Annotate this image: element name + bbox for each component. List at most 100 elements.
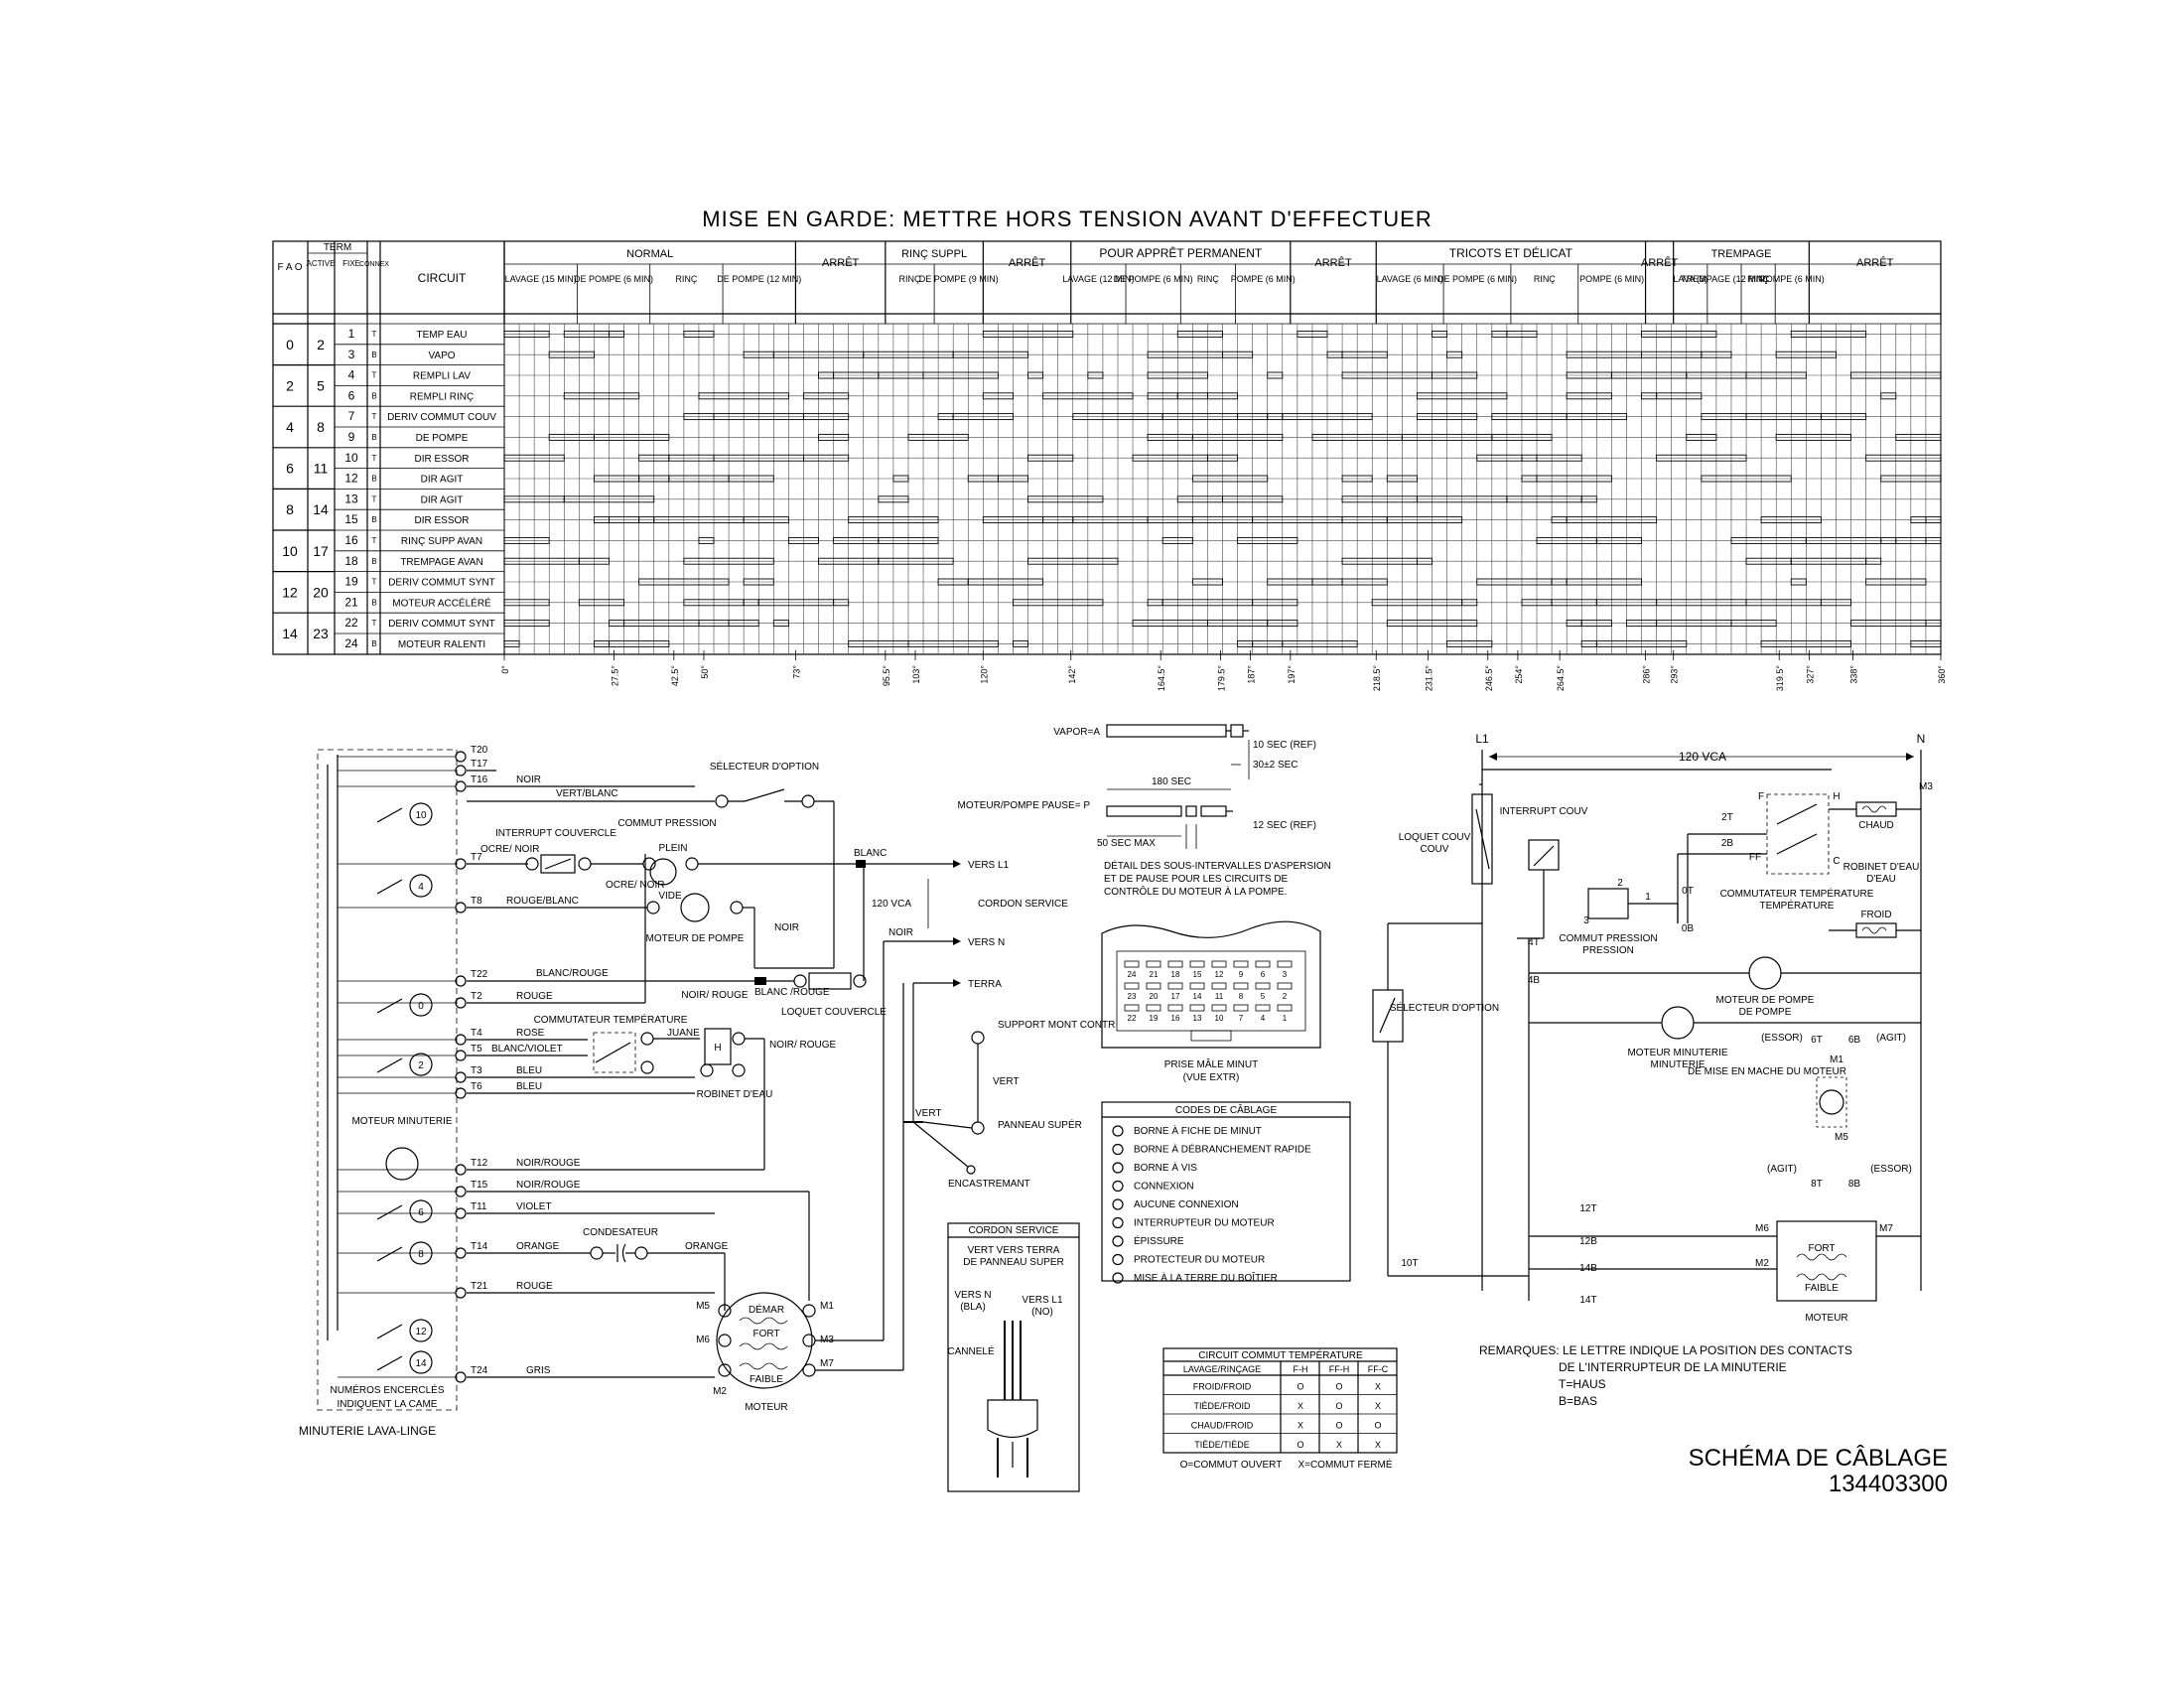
- moteur-right: MOTEUR: [1805, 1313, 1847, 1324]
- support-label: SUPPORT MONT CONTR: [998, 1020, 1115, 1031]
- max50-label: 50 SEC MAX: [1097, 838, 1156, 849]
- code-symbol-6: [1112, 1235, 1124, 1247]
- plug-pin-21: 21: [1150, 970, 1159, 979]
- schematic-label-17: M3: [1919, 781, 1933, 792]
- cycle-header-4: POUR APPRÊT PERMANENT: [1099, 245, 1262, 260]
- vers-l1-label: VERS L1: [968, 860, 1010, 871]
- schematic-label-18: M5: [1835, 1132, 1848, 1143]
- ref12-label: 12 SEC (REF): [1253, 820, 1316, 831]
- group-fao-1: 2: [286, 377, 294, 393]
- wire-rouge-blanc: ROUGE/BLANC: [506, 896, 579, 907]
- schematic-label-0: 2T: [1721, 812, 1733, 823]
- timer-terminal-T11: [455, 1207, 467, 1219]
- terminal-label-10: T6: [471, 1081, 482, 1092]
- schematic-label-22: H: [1833, 791, 1840, 802]
- essor-top: (ESSOR): [1761, 1033, 1803, 1044]
- code-symbol-2: [1112, 1162, 1124, 1174]
- plug-label-2: (VUE EXTR): [1183, 1072, 1240, 1083]
- row-fixe-8: 13: [344, 492, 358, 505]
- row-connex-9: B: [371, 515, 376, 524]
- caution-title: MISE EN GARDE: METTRE HORS TENSION AVANT…: [702, 207, 1432, 231]
- row-circuit-1: VAPO: [428, 351, 455, 361]
- svg-text:M6: M6: [696, 1335, 710, 1345]
- timer-terminal-T22: [455, 975, 467, 987]
- degree-tick-23: 360°: [1937, 665, 1947, 684]
- row-connex-10: T: [372, 536, 377, 545]
- n-label: N: [1917, 732, 1926, 746]
- temp-cell-2-0: CHAUD/FROID: [1191, 1421, 1254, 1431]
- wire-bleu2: BLEU: [516, 1081, 542, 1092]
- vers-n-label: VERS N: [968, 937, 1005, 948]
- terminal-label-4: T8: [471, 896, 482, 907]
- group-term-3: 11: [314, 461, 329, 477]
- schematic-label-3: 0B: [1682, 923, 1695, 934]
- ref10-label: 10 SEC (REF): [1253, 740, 1316, 751]
- footer-title: SCHÉMA DE CÂBLAGE: [1689, 1445, 1948, 1472]
- loquet-label: LOQUET COUVERCLE: [781, 1007, 887, 1018]
- cord-cannele: CANNELÉ: [947, 1344, 995, 1357]
- code-symbol-1: [1112, 1143, 1124, 1156]
- degree-tick-1: 27.5°: [611, 665, 620, 687]
- degree-tick-21: 327°: [1805, 665, 1815, 684]
- timer-terminal-T16: [455, 780, 467, 792]
- row-circuit-0: TEMP EAU: [417, 330, 468, 341]
- wiring-codes-legend: CODES DE CÂBLAGE BORNE À FICHE DE MINUTB…: [1101, 1101, 1351, 1284]
- row-fixe-12: 19: [344, 575, 358, 589]
- row-connex-2: T: [372, 371, 377, 380]
- cycle-sub-8-2: RINÇ: [1747, 274, 1769, 284]
- wire-noir-rouge3: NOIR/ ROUGE: [681, 990, 749, 1001]
- cam-6: [409, 1199, 433, 1223]
- terminal-label-13: T11: [471, 1201, 487, 1212]
- cycle-sub-4-2: RINÇ: [1197, 274, 1219, 284]
- terminal-label-16: T24: [471, 1365, 488, 1376]
- col-circuit: CIRCUIT: [418, 271, 467, 285]
- plug-pin-23: 23: [1128, 992, 1137, 1001]
- temp-cell-2-3: O: [1374, 1421, 1381, 1431]
- row-circuit-14: DERIV COMMUT SYNT: [388, 619, 495, 630]
- row-fixe-6: 10: [344, 451, 358, 465]
- schematic-label-10: 12T: [1579, 1203, 1596, 1214]
- group-fao-5: 10: [282, 543, 298, 559]
- faible-right: FAIBLE: [1805, 1283, 1839, 1294]
- robinet-right: ROBINET D'EAU: [1843, 862, 1920, 873]
- code-item-8: MISE À LA TERRE DU BOÎTIER: [1134, 1271, 1278, 1284]
- cycle-sub-0-3: DE POMPE (12 MIN): [717, 274, 801, 284]
- cam-label-3: 2: [418, 1060, 424, 1071]
- degree-tick-19: 293°: [1670, 665, 1680, 684]
- degree-tick-18: 286°: [1642, 665, 1652, 684]
- commut-temp-label: COMMUTATEUR TEMPÉRATURE: [534, 1013, 688, 1026]
- schematic-label-5: 4B: [1528, 975, 1541, 986]
- temp-cell-0-3: X: [1375, 1382, 1381, 1392]
- schematic-label-8: 8T: [1811, 1179, 1823, 1190]
- agit-bottom: (AGIT): [1767, 1164, 1797, 1175]
- row-fixe-4: 7: [348, 409, 355, 423]
- row-connex-12: T: [372, 578, 377, 587]
- row-circuit-11: TREMPAGE AVAN: [400, 557, 482, 568]
- timer-terminal-T5: [455, 1050, 467, 1061]
- timer-terminal-T7: [455, 858, 467, 870]
- remarks: REMARQUES: LE LETTRE INDIQUE LA POSITION…: [1479, 1343, 1852, 1408]
- wire-noir3: NOIR: [888, 927, 913, 938]
- wire-blanc-rouge: BLANC/ROUGE: [536, 968, 609, 979]
- remark-4: B=BAS: [1559, 1394, 1597, 1408]
- row-circuit-9: DIR ESSOR: [414, 515, 469, 526]
- cycle-sub-6-0: LAVAGE (6 MIN): [1377, 274, 1443, 284]
- code-item-4: AUCUNE CONNEXION: [1134, 1199, 1239, 1210]
- code-item-5: INTERRUPTEUR DU MOTEUR: [1134, 1218, 1275, 1229]
- timer-terminal-T3: [455, 1071, 467, 1083]
- schematic-label-25: 1: [1645, 892, 1651, 903]
- group-term-7: 23: [313, 626, 329, 641]
- code-item-0: BORNE À FICHE DE MINUT: [1134, 1124, 1262, 1137]
- degree-tick-22: 338°: [1849, 665, 1859, 684]
- schematic-label-1: 2B: [1721, 838, 1734, 849]
- wire-vert2: VERT: [993, 1076, 1020, 1087]
- selecteur-label: SÉLECTEUR D'OPTION: [710, 760, 819, 773]
- selecteur-right: SÉLECTEUR D'OPTION: [1390, 1001, 1499, 1014]
- schematic-label-2: 0T: [1682, 886, 1694, 897]
- cam-12: [409, 1319, 433, 1342]
- remark-1: REMARQUES: LE LETTRE INDIQUE LA POSITION…: [1479, 1343, 1852, 1357]
- cycle-header-0: NORMAL: [626, 248, 673, 260]
- cycle-sub-4-1: DE POMPE (6 MIN): [1114, 274, 1193, 284]
- interrupt-couv-label: INTERRUPT COUV: [1500, 806, 1588, 817]
